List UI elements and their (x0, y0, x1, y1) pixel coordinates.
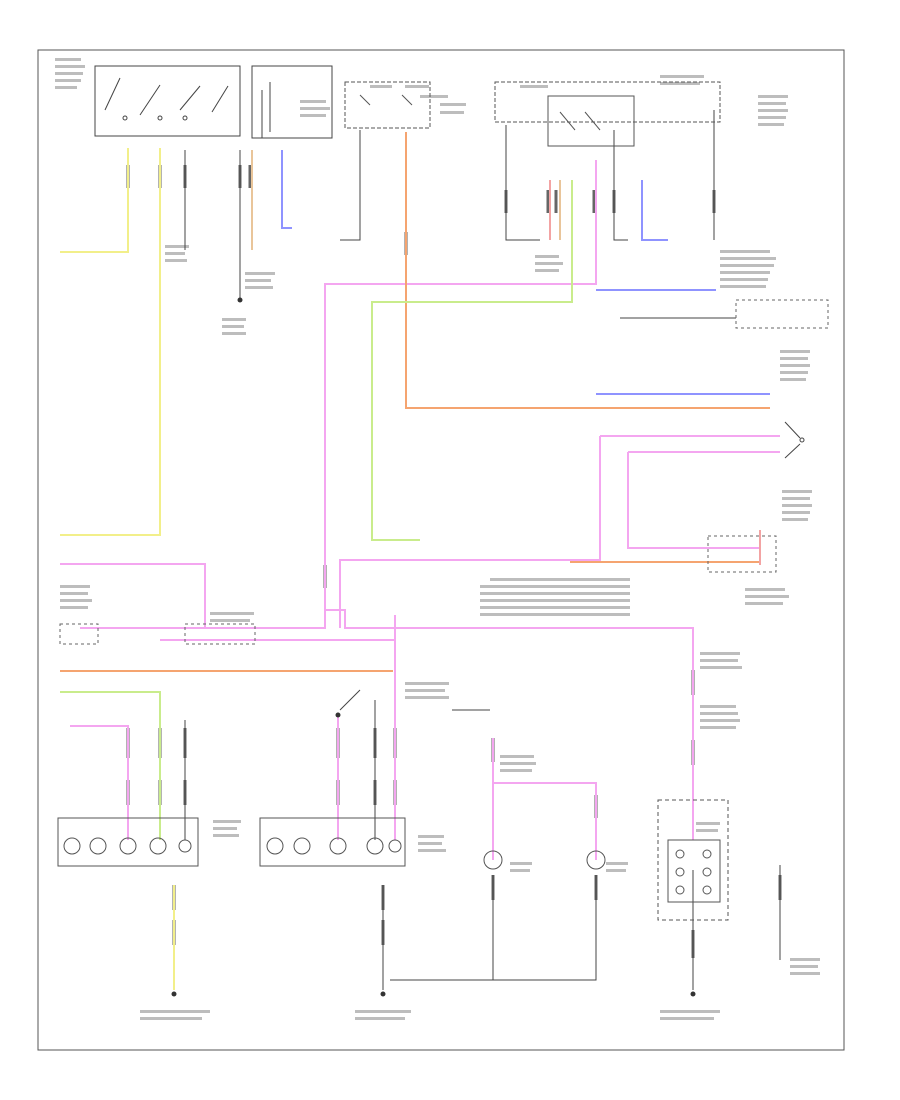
dashed-boxes (59, 299, 829, 645)
wire-blue (281, 150, 770, 395)
wire-tan (251, 150, 561, 250)
license-lamps (483, 850, 606, 870)
label-marks (55, 58, 820, 1020)
wire-orange (60, 132, 770, 672)
right-switch (784, 421, 805, 459)
diagram-frame (37, 49, 845, 1051)
switch-block-2 (251, 65, 333, 139)
wire-red (549, 180, 761, 565)
module-box-2 (494, 81, 721, 147)
wire-green (60, 180, 573, 840)
wire-pink (60, 160, 780, 860)
trailer-connector (657, 799, 729, 921)
wire-black (184, 110, 781, 990)
left-rear-lamp-assembly (259, 817, 406, 867)
right-rear-lamp-assembly (57, 817, 199, 867)
ground-points (171, 297, 696, 997)
wire-yellow (60, 148, 175, 990)
module-box-1 (344, 81, 431, 129)
headlamp-switch (94, 65, 241, 137)
